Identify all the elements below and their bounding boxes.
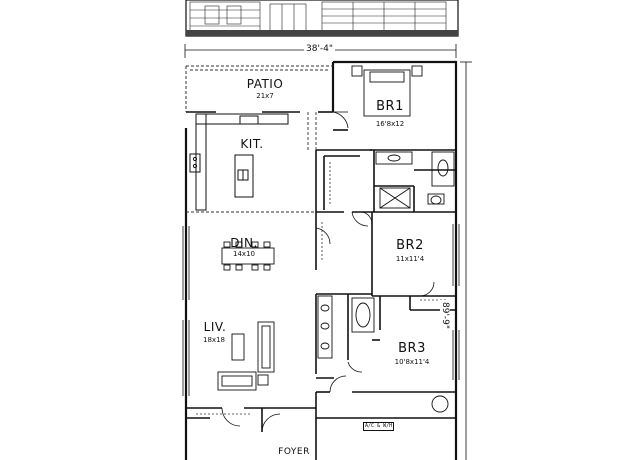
closet-shelves [196,162,448,415]
patio-label: PATIO [246,77,284,91]
zone-dashes [186,112,317,213]
br3-label: BR3 [398,341,426,356]
front-elevation [185,0,459,37]
foyer-label: FOYER [278,447,310,457]
width-dimension-label: 38'-4" [304,44,336,54]
living-label: LIV. [203,320,227,334]
depth-dimension-label: 89'-9" [440,300,450,332]
br2-label: BR2 [396,238,424,253]
depth-dimension-line [460,61,472,460]
bedroom1-bed [351,65,423,117]
br1-label: BR1 [376,99,404,114]
living-furniture [217,321,275,391]
patio-outline [185,65,333,112]
living-size: 18x18 [203,336,225,344]
interior-walls [186,111,456,460]
ac-wh-note: A/C & W/H [363,422,395,431]
patio-size: 21x7 [256,92,274,100]
kitchen-counters [189,113,289,211]
outer-walls [184,60,458,460]
door-swings [221,111,435,433]
br1-size: 16'8x12 [375,120,405,128]
windows [182,224,460,396]
dining-label: DIN. [230,236,258,250]
kitchen-label: KIT. [240,137,264,151]
dining-size: 14x10 [233,250,255,258]
br2-size: 11x11'4 [395,255,425,263]
bath-fixtures [317,151,455,413]
br3-size: 10'8x11'4 [394,358,430,366]
dining-table [221,241,275,271]
